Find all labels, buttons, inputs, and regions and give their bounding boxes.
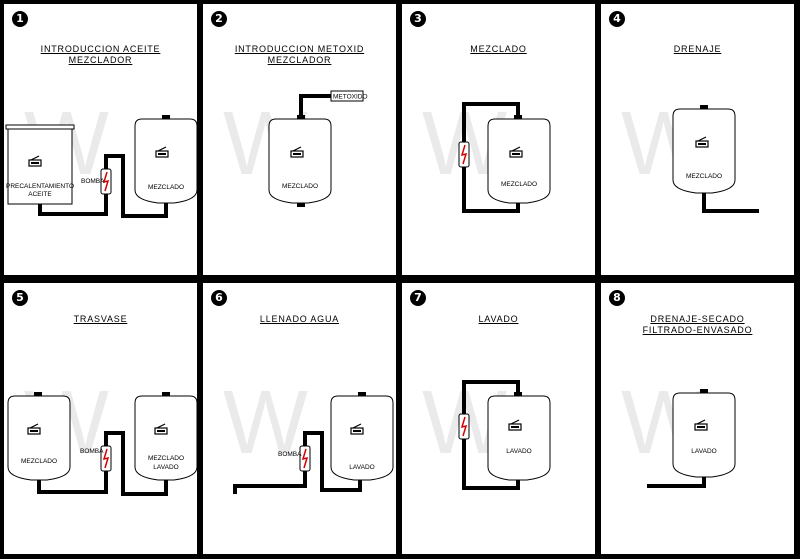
panel-3: 3 MEZCLADO W MEZCLADO (402, 4, 595, 275)
pipe (647, 477, 706, 488)
step-number: 5 (12, 290, 28, 306)
motor-icon (154, 423, 168, 435)
pump-bolt-icon (102, 171, 110, 192)
motor-icon (508, 419, 522, 431)
tank-icon (487, 118, 551, 204)
panel-6: 6 LLENADO AGUA W BOMBA LAVADO (203, 283, 396, 554)
step-title: INTRODUCCION METOXID MEZCLADOR (234, 44, 365, 65)
tank-icon (487, 395, 551, 481)
tank-label: LAVADO (691, 448, 716, 455)
tank-icon (672, 108, 736, 194)
pipe (462, 380, 520, 414)
motor-icon (28, 155, 42, 167)
box-label: METOXIDO (333, 94, 368, 101)
tank-label: MEZCLADO (148, 184, 184, 191)
tank-label: LAVADO (506, 448, 531, 455)
pipe (38, 194, 108, 216)
tank-nozzle (34, 392, 42, 396)
panel-2: 2 INTRODUCCION METOXID MEZCLADOR W METOX… (203, 4, 396, 275)
tank-label: MEZCLADO (686, 173, 722, 180)
process-diagram: W METOXIDO MEZCLADO (223, 90, 368, 207)
step-title: INTRODUCCION ACEITE MEZCLADOR (40, 44, 161, 65)
pipe (37, 471, 108, 494)
step-number: 4 (609, 11, 625, 27)
pump-label: BOMBA (278, 451, 302, 458)
motor-icon (27, 423, 41, 435)
pump-bolt-icon (460, 416, 468, 437)
tank-label: ACEITE (28, 191, 52, 198)
motor-icon (695, 136, 709, 148)
step-title: LAVADO (478, 314, 519, 324)
pipe (462, 439, 520, 490)
tank-icon (134, 395, 197, 481)
tank-nozzle (514, 392, 522, 396)
panel-1: 1 INTRODUCCION ACEITE MEZCLADOR W PRECAL… (4, 4, 197, 275)
step-title: MEZCLADO (470, 44, 527, 54)
motor-icon (350, 423, 364, 435)
motor-icon (290, 146, 304, 158)
tank-label: MEZCLADO (21, 458, 57, 465)
step-number: 6 (211, 290, 227, 306)
panel-8: 8 DRENAJE-SECADO FILTRADO-ENVASADO W LAV… (601, 283, 794, 554)
tank-icon (330, 395, 394, 481)
step-number: 1 (12, 11, 28, 27)
panel-4: 4 DRENAJE W MEZCLADO (601, 4, 794, 275)
tank-icon (134, 118, 197, 204)
step-number: 3 (410, 11, 426, 27)
step-title: DRENAJE-SECADO FILTRADO-ENVASADO (642, 314, 753, 335)
panel-7: 7 LAVADO W LAVADO (402, 283, 595, 554)
process-diagram: W PRECALENTAMIENTO ACEITE MEZCLADO BOMBA (5, 94, 197, 218)
tank-label: MEZCLADO (282, 183, 318, 190)
pipe (303, 431, 362, 492)
step-number: 8 (609, 290, 625, 306)
tank-nozzle (514, 115, 522, 119)
tank-nozzle (700, 389, 708, 393)
pump-label: BOMBA (81, 178, 105, 185)
panel-5: 5 TRASVASE W MEZCLADO MEZCLADO LAVADO BO… (4, 283, 197, 554)
process-diagram: W MEZCLADO (621, 94, 759, 213)
tank-nozzle (162, 392, 170, 396)
pipe (233, 471, 307, 494)
tank-icon (268, 118, 332, 204)
motor-icon (155, 146, 169, 158)
tank-outlet (297, 203, 305, 207)
pump-bolt-icon (460, 144, 468, 165)
tank-icon (7, 395, 71, 481)
pump-label: BOMBA (80, 448, 104, 455)
pipe (702, 193, 759, 213)
pipe (462, 167, 520, 213)
motor-icon (694, 419, 708, 431)
tank-nozzle (297, 115, 305, 119)
process-diagram: W LAVADO (422, 373, 551, 490)
pipe (299, 94, 331, 115)
tank-label: MEZCLADO (148, 455, 184, 462)
watermark: W (223, 373, 308, 473)
pump-bolt-icon (102, 448, 110, 469)
tank-icon (672, 392, 736, 478)
step-title: TRASVASE (73, 314, 128, 324)
tank-label: MEZCLADO (501, 181, 537, 188)
tank-label: LAVADO (349, 464, 374, 471)
process-diagram: W BOMBA LAVADO (223, 373, 394, 494)
pipe (104, 431, 168, 496)
process-diagram: W MEZCLADO MEZCLADO LAVADO BOMBA (7, 373, 197, 496)
motor-icon (509, 146, 523, 158)
process-diagram: W LAVADO (621, 373, 736, 488)
tank-label: LAVADO (153, 464, 178, 471)
tank-nozzle (700, 105, 708, 109)
step-title: LLENADO AGUA (259, 314, 340, 324)
pipe (104, 154, 168, 218)
step-number: 7 (410, 290, 426, 306)
process-diagram: W MEZCLADO (422, 94, 551, 213)
step-number: 2 (211, 11, 227, 27)
tank-nozzle (358, 392, 366, 396)
tank-label: PRECALENTAMIENTO (6, 183, 74, 190)
pump-bolt-icon (301, 448, 309, 469)
pipe (462, 102, 520, 142)
tank-nozzle (162, 115, 170, 119)
tank-lid (5, 124, 75, 130)
step-title: DRENAJE (673, 44, 722, 54)
